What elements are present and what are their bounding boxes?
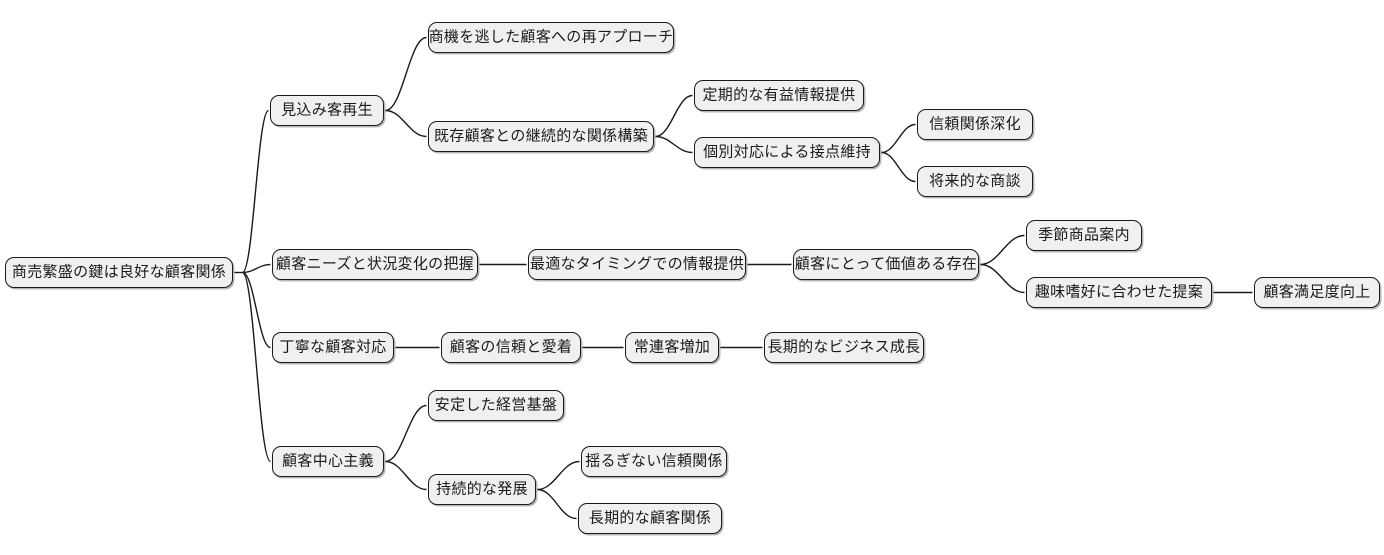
node-label: 常連客増加 — [633, 337, 711, 356]
edge-b1-to-b1c2 — [385, 109, 427, 138]
edge-b1c2-to-b1c2a — [655, 94, 693, 138]
mindmap-node-b3c2[interactable]: 常連客増加 — [625, 332, 719, 363]
edge-b4c2-to-b4c2b — [537, 488, 577, 520]
mindmap-node-b2c2b1[interactable]: 顧客満足度向上 — [1254, 277, 1380, 308]
node-label: 既存顧客との継続的な関係構築 — [433, 126, 649, 145]
node-label: 顧客ニーズと状況変化の把握 — [275, 254, 475, 273]
edge-b2c2-to-b2c2a — [980, 234, 1025, 266]
mindmap-node-b1c1[interactable]: 商機を逃した顧客への再アプローチ — [428, 22, 674, 53]
mindmap-node-b3c3[interactable]: 長期的なビジネス成長 — [764, 332, 924, 363]
node-label: 顧客中心主義 — [282, 451, 374, 470]
node-label: 顧客満足度向上 — [1263, 282, 1371, 301]
node-label: 定期的な有益情報提供 — [702, 85, 856, 104]
node-label: 揺るぎない信頼関係 — [585, 451, 723, 470]
edge-b1-to-b1c1 — [385, 36, 427, 112]
node-label: 顧客の信頼と愛着 — [449, 337, 573, 356]
edge-b4-to-b4c1 — [385, 404, 427, 463]
node-label: 季節商品案内 — [1038, 225, 1130, 244]
node-label: 見込み客再生 — [281, 100, 373, 119]
edge-root-to-b4 — [241, 271, 272, 463]
mindmap-node-b4c1[interactable]: 安定した経営基盤 — [428, 390, 564, 421]
mindmap-node-b4[interactable]: 顧客中心主義 — [272, 446, 384, 477]
node-label: 個別対応による接点維持 — [703, 142, 871, 161]
mindmap-node-b1c2b[interactable]: 個別対応による接点維持 — [694, 137, 880, 168]
mindmap-node-b1c2a[interactable]: 定期的な有益情報提供 — [694, 80, 864, 111]
mindmap-node-b2c2a[interactable]: 季節商品案内 — [1026, 220, 1142, 251]
edge-b1c2-to-b1c2b — [655, 135, 693, 154]
node-label: 長期的な顧客関係 — [588, 508, 712, 527]
node-label: 顧客にとって価値ある存在 — [794, 254, 978, 273]
mindmap-node-b3c1[interactable]: 顧客の信頼と愛着 — [441, 332, 581, 363]
edge-b1c2b-to-b1c2b1 — [881, 123, 916, 154]
node-label: 商売繁盛の鍵は良好な顧客関係 — [11, 262, 227, 281]
node-label: 安定した経営基盤 — [434, 395, 558, 414]
node-label: 信頼関係深化 — [929, 114, 1021, 133]
node-label: 最適なタイミングでの情報提供 — [529, 254, 745, 273]
mindmap-node-b2[interactable]: 顧客ニーズと状況変化の把握 — [272, 249, 478, 280]
mindmap-node-b2c1[interactable]: 最適なタイミングでの情報提供 — [528, 249, 746, 280]
node-label: 持続的な発展 — [436, 479, 528, 498]
mindmap-node-b4c2a[interactable]: 揺るぎない信頼関係 — [581, 446, 727, 477]
node-label: 商機を逃した顧客への再アプローチ — [428, 27, 674, 46]
edge-root-to-b3 — [242, 271, 271, 349]
node-label: 丁寧な顧客対応 — [279, 337, 387, 356]
mindmap-node-b1[interactable]: 見込み客再生 — [270, 95, 384, 126]
edge-root-to-b2 — [242, 263, 271, 274]
mindmap-node-b2c2b[interactable]: 趣味嗜好に合わせた提案 — [1026, 277, 1212, 308]
mindmap-node-b1c2b2[interactable]: 将来的な商談 — [917, 166, 1033, 197]
mindmap-node-b1c2b1[interactable]: 信頼関係深化 — [917, 109, 1033, 140]
mindmap-node-b2c2[interactable]: 顧客にとって価値ある存在 — [793, 249, 979, 280]
edge-b4-to-b4c2 — [385, 460, 427, 491]
edge-root-to-b1 — [241, 109, 270, 274]
node-label: 長期的なビジネス成長 — [767, 337, 921, 356]
mindmap-root-node[interactable]: 商売繁盛の鍵は良好な顧客関係 — [5, 257, 233, 288]
mindmap-node-b1c2[interactable]: 既存顧客との継続的な関係構築 — [428, 121, 654, 152]
edge-b1c2b-to-b1c2b2 — [881, 151, 916, 183]
edge-b2c2-to-b2c2b — [980, 263, 1025, 294]
edge-b4c2-to-b4c2a — [537, 460, 580, 491]
mindmap-node-b3[interactable]: 丁寧な顧客対応 — [272, 332, 394, 363]
node-label: 趣味嗜好に合わせた提案 — [1034, 282, 1204, 301]
node-label: 将来的な商談 — [929, 171, 1021, 190]
mindmap-node-b4c2b[interactable]: 長期的な顧客関係 — [578, 503, 722, 534]
mindmap-node-b4c2[interactable]: 持続的な発展 — [428, 474, 536, 505]
